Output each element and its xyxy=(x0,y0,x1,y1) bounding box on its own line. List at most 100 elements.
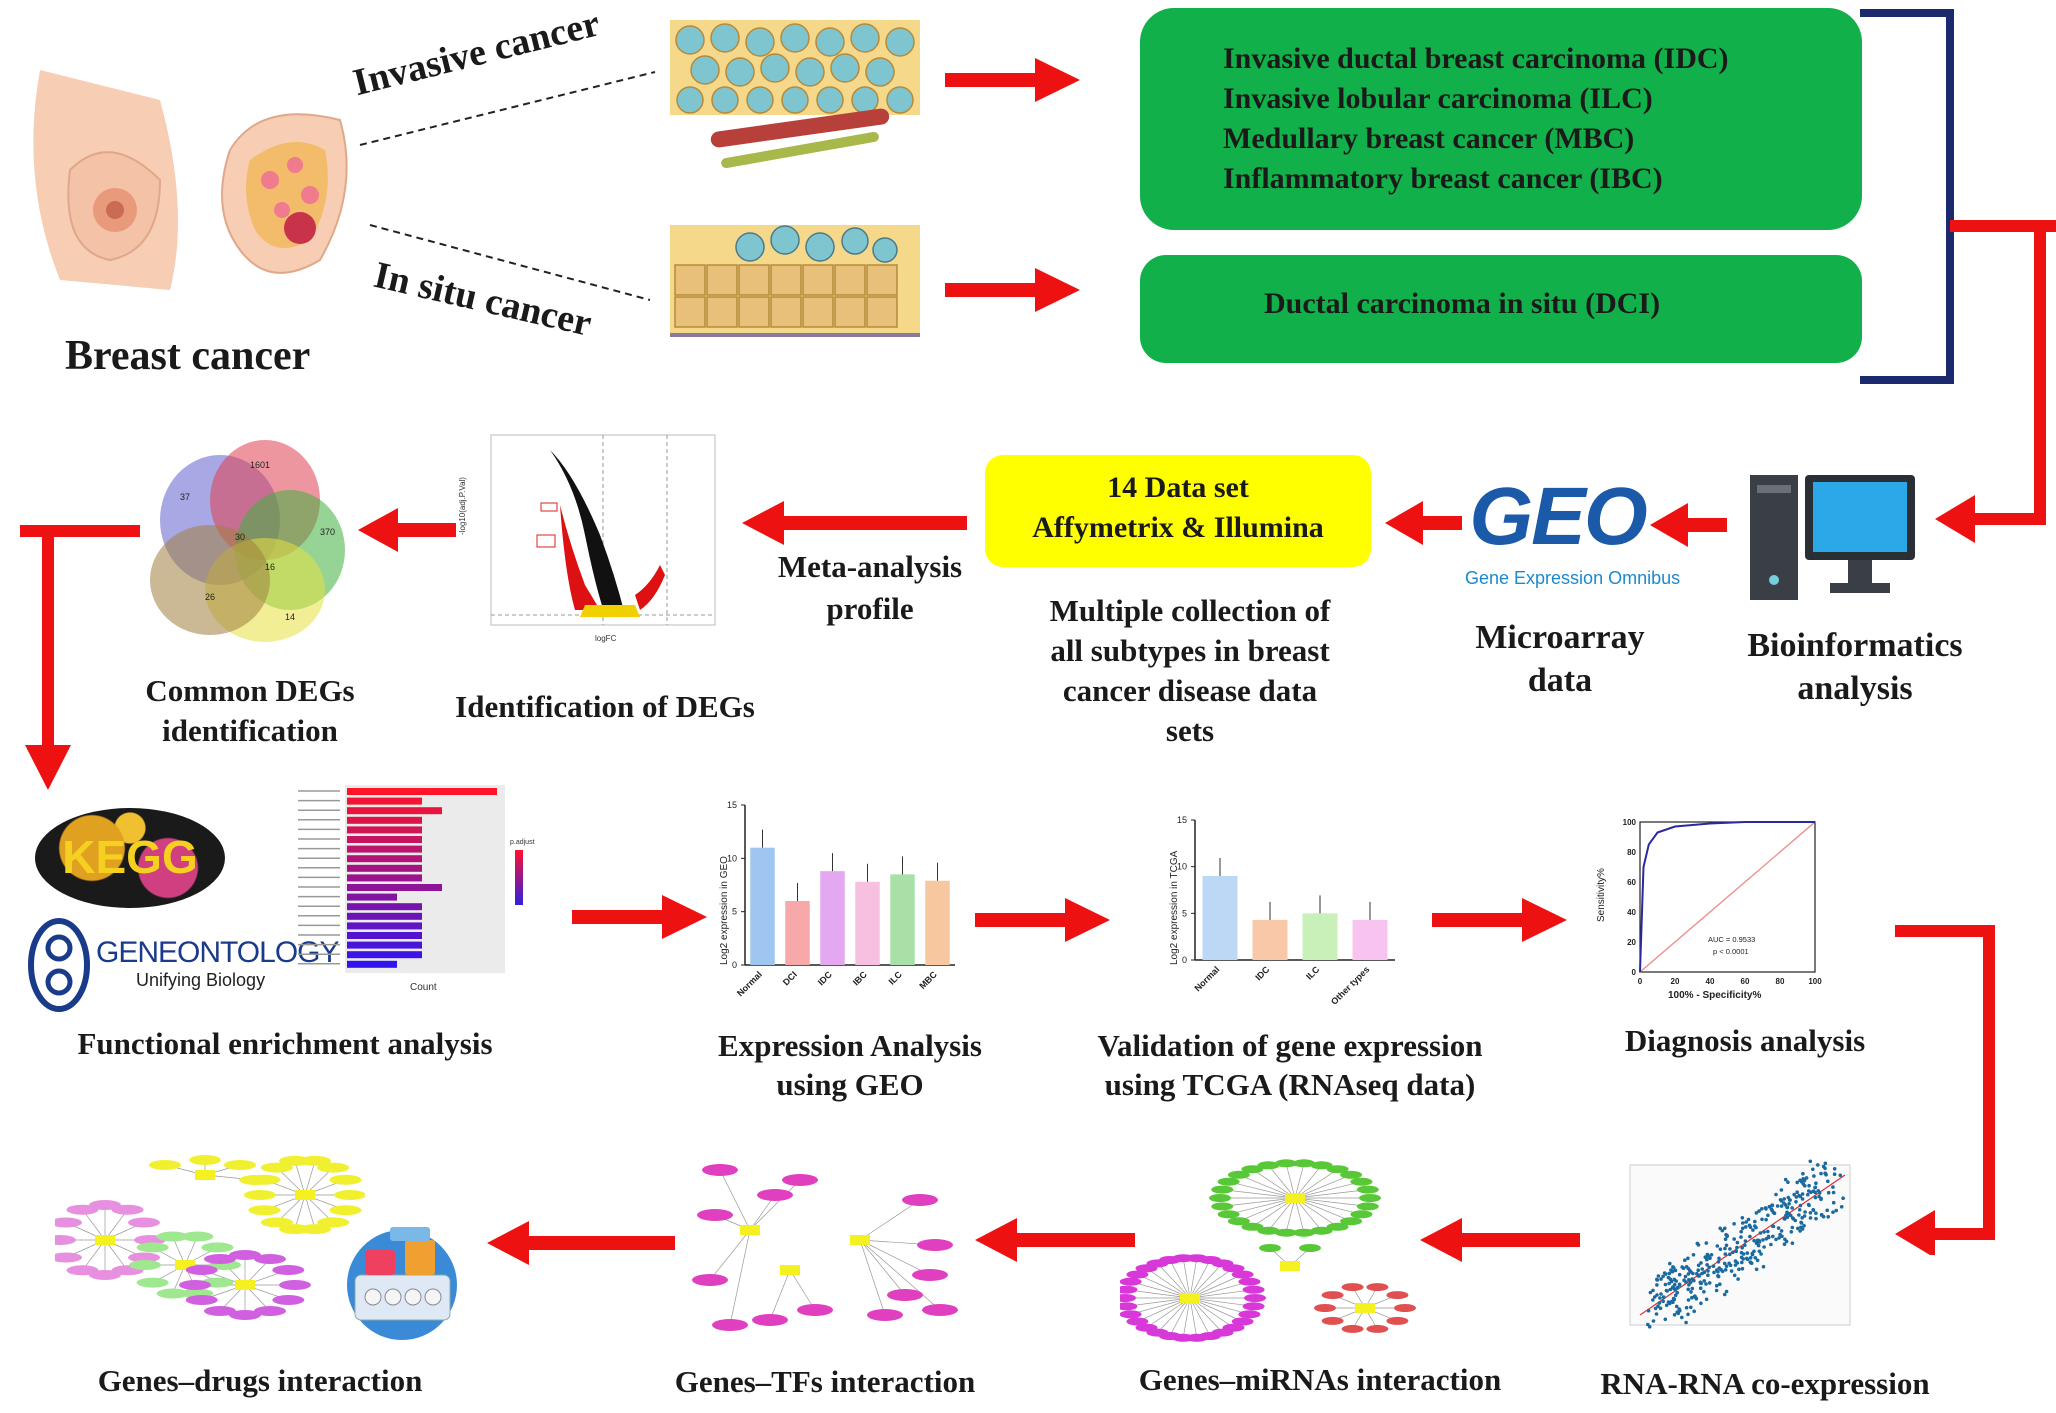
roc-x-tick-label: 100 xyxy=(1808,977,1822,986)
scatter-point xyxy=(1823,1166,1827,1171)
scatter-point xyxy=(1740,1216,1745,1220)
scatter-point xyxy=(1789,1230,1794,1234)
scatter-point xyxy=(1651,1319,1656,1323)
scatter-point xyxy=(1736,1277,1740,1281)
network-edge xyxy=(1285,1163,1296,1199)
tcga-y-tick-label: 10 xyxy=(1177,862,1187,872)
tcga-category-label: Other types xyxy=(1329,964,1371,1006)
network-node xyxy=(1120,1285,1138,1294)
geo-category-label: MBC xyxy=(917,969,939,991)
bioinformatics-label-1: Bioinformatics xyxy=(1747,627,1963,664)
network-edge xyxy=(719,1169,751,1231)
scatter-point xyxy=(1703,1255,1708,1259)
scatter-point xyxy=(1754,1267,1759,1272)
network-node xyxy=(129,1260,161,1270)
scatter-point xyxy=(1806,1192,1810,1197)
scatter-point xyxy=(1776,1226,1781,1230)
network-node xyxy=(1231,1270,1254,1279)
geo-category-label: Normal xyxy=(735,969,764,998)
network-node xyxy=(1211,1202,1234,1211)
network-hub-node xyxy=(850,1235,870,1245)
type-mbc: Medullary breast cancer (MBC) xyxy=(1223,122,1635,155)
network-node xyxy=(136,1242,169,1253)
scatter-point xyxy=(1723,1226,1727,1231)
scatter-point xyxy=(1672,1266,1676,1270)
network-node xyxy=(181,1231,214,1242)
network-node xyxy=(867,1309,903,1321)
network-node xyxy=(244,1190,276,1200)
collection-label-3: cancer disease data xyxy=(1062,673,1318,708)
geo-bar xyxy=(750,847,775,965)
scatter-point xyxy=(1755,1238,1760,1243)
network-node xyxy=(752,1314,788,1326)
scatter-point xyxy=(1764,1237,1769,1241)
network-node xyxy=(329,1174,362,1185)
collection-label-1: Multiple collection of xyxy=(1049,593,1331,628)
network-node xyxy=(185,1265,218,1275)
network-edge xyxy=(304,1194,316,1230)
roc-x-tick-label: 40 xyxy=(1706,977,1715,986)
svg-text:1601: 1601 xyxy=(250,460,270,470)
scatter-point xyxy=(1709,1253,1714,1257)
scatter-point xyxy=(1690,1295,1694,1300)
scatter-point xyxy=(1817,1191,1822,1195)
network-node xyxy=(697,1209,733,1221)
network-node xyxy=(260,1217,293,1228)
scatter-point xyxy=(1758,1231,1763,1235)
scatter-point xyxy=(1832,1167,1837,1171)
scatter-point xyxy=(1764,1217,1768,1222)
scatter-point xyxy=(1745,1251,1750,1255)
scatter-point xyxy=(1646,1308,1651,1313)
scatter-point xyxy=(1733,1259,1738,1263)
network-node xyxy=(179,1280,211,1290)
arrow-to-dataset xyxy=(1385,501,1462,545)
scatter-point xyxy=(1675,1285,1680,1290)
network-node xyxy=(279,1280,311,1290)
enrichment-x-label: Count xyxy=(410,982,437,993)
scatter-point xyxy=(1800,1227,1805,1231)
scatter-point xyxy=(1648,1290,1653,1295)
type-ilc: Invasive lobular carcinoma (ILC) xyxy=(1223,82,1653,115)
scatter-point xyxy=(1714,1288,1719,1293)
roc-y-tick-label: 0 xyxy=(1632,968,1637,977)
network-node xyxy=(1257,1161,1280,1170)
network-node xyxy=(1275,1228,1297,1237)
scatter-point xyxy=(1702,1270,1707,1275)
enrichment-bar xyxy=(347,893,397,901)
scatter-point xyxy=(1658,1296,1662,1300)
diagnosis-label: Diagnosis analysis xyxy=(1624,1023,1866,1058)
breast-illustration xyxy=(33,70,348,290)
go-subtitle: Unifying Biology xyxy=(136,970,266,990)
scatter-point xyxy=(1722,1292,1727,1297)
breast-cancer-title: Breast cancer xyxy=(65,333,311,379)
scatter-point xyxy=(1686,1256,1690,1261)
network-edge xyxy=(304,1160,316,1196)
network-node xyxy=(1341,1283,1364,1292)
scatter-point xyxy=(1686,1298,1691,1302)
type-ibc: Inflammatory breast cancer (IBC) xyxy=(1223,162,1663,195)
enrichment-bar xyxy=(347,960,397,968)
scatter-point xyxy=(1725,1234,1729,1238)
scatter-point xyxy=(1696,1268,1700,1272)
scatter-point xyxy=(1807,1183,1811,1188)
network-edge xyxy=(1294,1189,1368,1199)
network-node xyxy=(317,1162,350,1173)
arrow-to-tfs xyxy=(975,1218,1135,1262)
scatter-point xyxy=(1740,1260,1744,1265)
scatter-point xyxy=(1675,1310,1679,1314)
scatter-point xyxy=(1778,1198,1783,1202)
arrow-down-left xyxy=(20,525,95,790)
scatter-point xyxy=(1792,1192,1796,1197)
scatter-point xyxy=(1790,1241,1795,1245)
scatter-point xyxy=(1746,1217,1751,1222)
network-edge xyxy=(1169,1259,1191,1299)
scatter-point xyxy=(1707,1265,1711,1270)
network-edge xyxy=(82,1209,106,1241)
scatter-point xyxy=(1838,1173,1843,1178)
network-node xyxy=(156,1231,189,1242)
enrichment-bar xyxy=(347,797,422,805)
network-node xyxy=(1120,1277,1142,1286)
arrow-to-roc xyxy=(1432,898,1567,942)
